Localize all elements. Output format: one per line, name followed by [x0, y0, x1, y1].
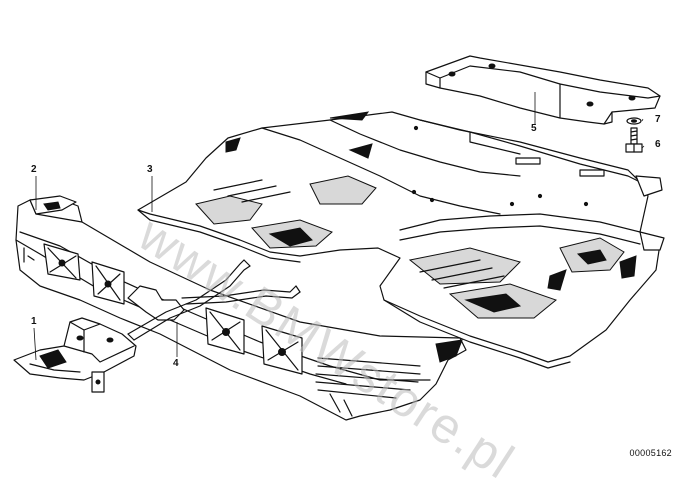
callout-6: 6	[655, 139, 661, 150]
callout-3: 3	[147, 164, 153, 175]
part-5-cross-member	[425, 55, 661, 125]
part-3-floor-pan	[137, 111, 665, 369]
callout-1: 1	[31, 316, 37, 327]
diagram-reference-number: 00005162	[629, 448, 672, 458]
callout-4: 4	[173, 358, 179, 369]
callout-5: 5	[531, 123, 537, 134]
part-7-washer	[626, 117, 642, 125]
leader-lines	[33, 92, 645, 361]
part-6-bolt	[625, 127, 643, 153]
part-1-mounting-bracket	[13, 317, 137, 393]
callout-2: 2	[31, 164, 37, 175]
part-2-front-cross-member	[15, 195, 467, 421]
part-4-support-strut	[127, 259, 301, 341]
callout-7: 7	[655, 114, 661, 125]
